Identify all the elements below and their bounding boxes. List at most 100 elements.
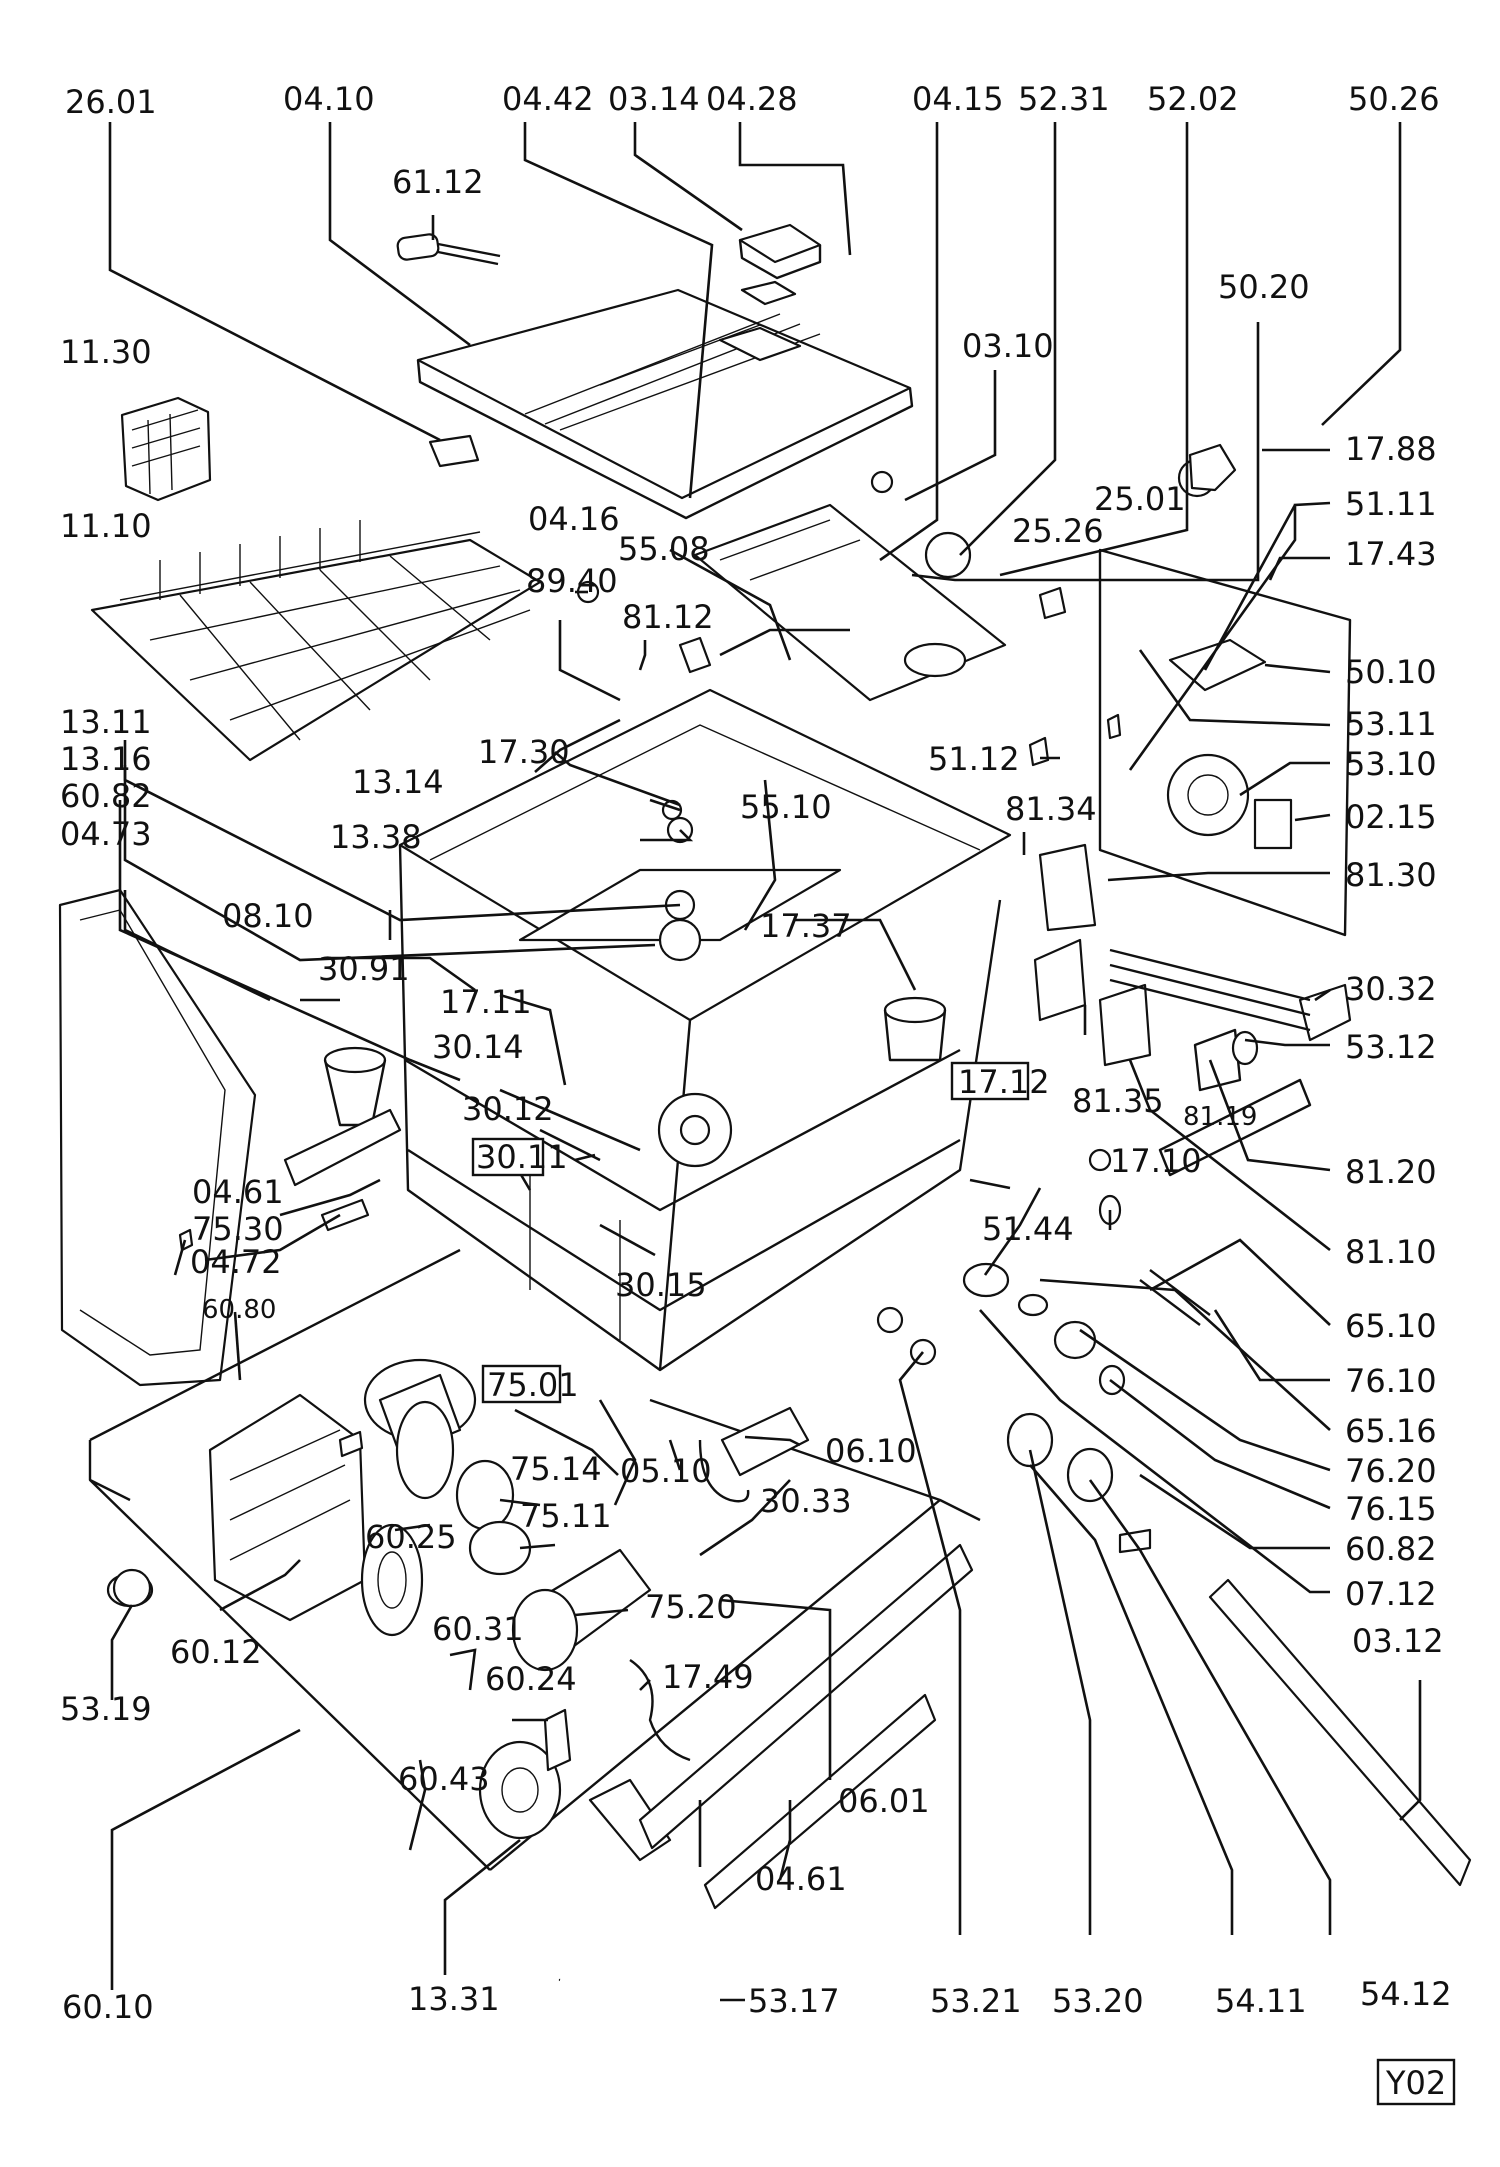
label-54-11: 54.11 <box>1215 1982 1307 2020</box>
label-75-14: 75.14 <box>510 1450 602 1488</box>
part-labels: 26.01 04.10 04.42 03.14 04.28 04.15 52.3… <box>60 80 1452 2102</box>
label-30-15: 30.15 <box>615 1266 707 1304</box>
label-17-30: 17.30 <box>478 733 570 771</box>
part-front-panels <box>638 1543 974 1910</box>
part-kick-strip <box>1208 1578 1472 1887</box>
label-51-44: 51.44 <box>982 1210 1074 1248</box>
label-08-10: 08.10 <box>222 897 314 935</box>
label-81-35: 81.35 <box>1072 1082 1164 1120</box>
label-81-19: 81.19 <box>1183 1102 1257 1132</box>
label-50-26: 50.26 <box>1348 80 1440 118</box>
label-53-11: 53.11 <box>1345 705 1437 743</box>
label-17-10: 17.10 <box>1110 1142 1202 1180</box>
label-17-49: 17.49 <box>662 1658 754 1696</box>
label-17-11: 17.11 <box>440 983 532 1021</box>
label-54-12: 54.12 <box>1360 1975 1452 2013</box>
label-11-30: 11.30 <box>60 333 152 371</box>
label-53-10: 53.10 <box>1345 745 1437 783</box>
label-04-28: 04.28 <box>706 80 798 118</box>
label-04-61-left: 04.61 <box>192 1173 284 1211</box>
label-03-10: 03.10 <box>962 327 1054 365</box>
label-89-40: 89.40 <box>526 562 618 600</box>
label-04-42: 04.42 <box>502 80 594 118</box>
part-lower-spray-arm <box>657 918 733 1168</box>
label-52-31: 52.31 <box>1018 80 1110 118</box>
part-rail <box>283 1108 402 1187</box>
label-13-31: 13.31 <box>408 1980 500 2018</box>
label-04-72: 04.72 <box>190 1243 282 1281</box>
label-51-12: 51.12 <box>928 740 1020 778</box>
label-17-12: 17.12 <box>958 1063 1050 1101</box>
label-13-16: 13.16 <box>60 740 152 778</box>
label-53-21: 53.21 <box>930 1982 1022 2020</box>
label-60-31: 60.31 <box>432 1610 524 1648</box>
label-60-80: 60.80 <box>202 1295 276 1325</box>
label-17-43: 17.43 <box>1345 535 1437 573</box>
part-door-gasket <box>1158 1078 1312 1177</box>
label-75-30: 75.30 <box>192 1210 284 1248</box>
label-53-12: 53.12 <box>1345 1028 1437 1066</box>
label-17-88: 17.88 <box>1345 430 1437 468</box>
label-75-01: 75.01 <box>487 1366 579 1404</box>
figure-code: Y02 <box>1385 2064 1446 2102</box>
label-60-82-right: 60.82 <box>1345 1530 1437 1568</box>
label-07-12: 07.12 <box>1345 1575 1437 1613</box>
label-03-12: 03.12 <box>1352 1622 1444 1660</box>
label-06-10: 06.10 <box>825 1432 917 1470</box>
part-motor <box>208 1393 424 1637</box>
part-circulation-pump <box>455 1459 652 1672</box>
label-60-82-top: 60.82 <box>60 777 152 815</box>
label-52-02: 52.02 <box>1147 80 1239 118</box>
label-53-17: 53.17 <box>748 1982 840 2020</box>
label-30-11: 30.11 <box>476 1138 568 1176</box>
label-boxes <box>471 1061 1456 2106</box>
part-container <box>883 996 947 1062</box>
label-06-01: 06.01 <box>838 1782 930 1820</box>
part-upper-rack <box>90 520 542 762</box>
part-drain-hose <box>558 1903 742 1993</box>
label-75-20: 75.20 <box>645 1588 737 1626</box>
part-sump <box>698 1406 810 1503</box>
part-grip <box>396 233 501 266</box>
part-wash-tub <box>398 688 1012 1372</box>
label-04-10: 04.10 <box>283 80 375 118</box>
label-81-34: 81.34 <box>1005 790 1097 828</box>
label-65-10: 65.10 <box>1345 1307 1437 1345</box>
label-02-15: 02.15 <box>1345 798 1437 836</box>
label-60-24: 60.24 <box>485 1660 577 1698</box>
label-04-15: 04.15 <box>912 80 1004 118</box>
part-drain-hose-inner <box>558 1903 745 1996</box>
label-76-10: 76.10 <box>1345 1362 1437 1400</box>
label-26-01: 26.01 <box>65 83 157 121</box>
label-50-10: 50.10 <box>1345 653 1437 691</box>
label-04-16: 04.16 <box>528 500 620 538</box>
part-base-frame <box>88 1248 981 1871</box>
label-04-61-bottom: 04.61 <box>755 1860 847 1898</box>
label-25-26: 25.26 <box>1012 512 1104 550</box>
part-hose-small <box>629 1659 691 1762</box>
label-76-20: 76.20 <box>1345 1452 1437 1490</box>
label-65-16: 65.16 <box>1345 1412 1437 1450</box>
label-55-10: 55.10 <box>740 788 832 826</box>
label-13-14: 13.14 <box>352 763 444 801</box>
label-61-12: 61.12 <box>392 163 484 201</box>
label-03-14: 03.14 <box>608 80 700 118</box>
label-81-20: 81.20 <box>1345 1153 1437 1191</box>
label-75-11: 75.11 <box>520 1497 612 1535</box>
label-50-20: 50.20 <box>1218 268 1310 306</box>
label-81-30: 81.30 <box>1345 856 1437 894</box>
label-30-12: 30.12 <box>462 1090 554 1128</box>
label-53-19: 53.19 <box>60 1690 152 1728</box>
label-13-11: 13.11 <box>60 703 152 741</box>
label-55-08: 55.08 <box>618 530 710 568</box>
label-05-10: 05.10 <box>620 1452 712 1490</box>
label-76-15: 76.15 <box>1345 1490 1437 1528</box>
part-filter-cup <box>323 1046 387 1127</box>
label-13-38: 13.38 <box>330 818 422 856</box>
part-control-panel <box>693 503 1352 1092</box>
label-60-25: 60.25 <box>365 1518 457 1556</box>
label-53-20: 53.20 <box>1052 1982 1144 2020</box>
part-lid-catch <box>428 434 480 468</box>
part-hinge-block <box>738 223 822 306</box>
